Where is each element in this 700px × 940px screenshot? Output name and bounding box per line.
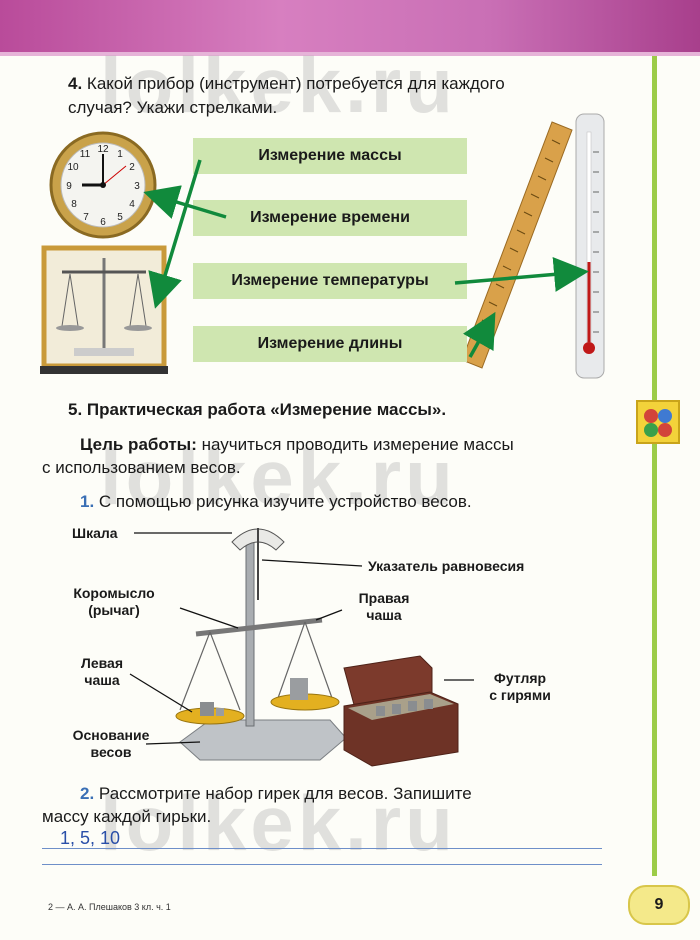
label-right-pan: Правая чаша bbox=[344, 590, 424, 624]
margin-line bbox=[652, 56, 657, 876]
watermark: lolkek.ru bbox=[100, 41, 457, 129]
label-beam-2: (рычаг) bbox=[88, 602, 140, 618]
balance-scale-icon bbox=[40, 245, 168, 374]
label-case-2: с гирями bbox=[489, 687, 551, 703]
watermark: lolkek.ru bbox=[100, 433, 457, 521]
label-case: Футляр с гирями bbox=[476, 670, 564, 704]
label-base: Основание весов bbox=[72, 727, 150, 761]
svg-text:7: 7 bbox=[83, 212, 89, 223]
box-length: Измерение длины bbox=[193, 326, 467, 362]
goal-line1: научиться проводить измерение массы bbox=[201, 435, 514, 454]
task5-goal: Цель работы: научиться проводить измерен… bbox=[80, 433, 514, 457]
task4-line1: Какой прибор (инструмент) потребуется дл… bbox=[86, 74, 505, 93]
footer-credit: 2 — А. А. Плешаков 3 кл. ч. 1 bbox=[48, 902, 171, 912]
svg-text:10: 10 bbox=[67, 162, 79, 173]
arrow-time-to-clock bbox=[143, 185, 227, 219]
task5-heading: 5. Практическая работа «Измерение массы»… bbox=[68, 398, 446, 422]
task4-number: 4. bbox=[68, 74, 83, 93]
label-beam-1: Коромысло bbox=[73, 585, 155, 601]
answer-line bbox=[42, 864, 602, 865]
arrow-temperature-to-thermometer bbox=[454, 256, 589, 292]
label-base-1: Основание bbox=[72, 727, 150, 743]
task4-line2: случая? Укажи стрелками. bbox=[68, 98, 278, 117]
watermark: lolkek.ru bbox=[100, 779, 457, 867]
label-base-2: весов bbox=[90, 744, 132, 760]
thermometer-icon bbox=[575, 113, 605, 379]
step2-line1: Рассмотрите набор гирек для весов. Запиш… bbox=[98, 784, 472, 803]
goal-line2: с использованием весов. bbox=[42, 458, 241, 477]
step2: 2. Рассмотрите набор гирек для весов. За… bbox=[80, 782, 472, 806]
box-temperature: Измерение температуры bbox=[193, 263, 467, 299]
svg-text:6: 6 bbox=[100, 217, 106, 228]
label-scale: Шкала bbox=[72, 525, 118, 541]
label-right-2: чаша bbox=[366, 607, 402, 623]
goal-label: Цель работы: bbox=[80, 435, 197, 454]
pair-work-icon bbox=[636, 400, 680, 444]
label-right-1: Правая bbox=[358, 590, 410, 606]
svg-text:2: 2 bbox=[129, 162, 135, 173]
task5-number: 5. bbox=[68, 400, 83, 419]
label-beam: Коромысло (рычаг) bbox=[72, 585, 156, 619]
label-case-1: Футляр bbox=[493, 670, 547, 686]
box-mass: Измерение массы bbox=[193, 138, 467, 174]
task5-title: Практическая работа «Измерение массы». bbox=[86, 400, 447, 419]
label-left-pan: Левая чаша bbox=[74, 655, 130, 689]
svg-text:11: 11 bbox=[80, 149, 91, 160]
svg-text:12: 12 bbox=[97, 144, 109, 155]
arrow-length-to-ruler bbox=[463, 311, 496, 358]
answer-line bbox=[42, 848, 602, 849]
svg-text:1: 1 bbox=[117, 149, 123, 160]
svg-text:3: 3 bbox=[134, 181, 140, 192]
step2-number: 2. bbox=[80, 784, 95, 803]
box-time: Измерение времени bbox=[193, 200, 467, 236]
task4-question: 4. Какой прибор (инструмент) потребуется… bbox=[68, 72, 505, 96]
step2-line2: массу каждой гирьки. bbox=[42, 807, 212, 826]
svg-text:5: 5 bbox=[117, 212, 123, 223]
handwritten-answer: 1, 5, 10 bbox=[60, 828, 121, 848]
top-decorative-band bbox=[0, 0, 700, 56]
step1-text: С помощью рисунка изучите устройство вес… bbox=[98, 492, 472, 511]
arrow-mass-to-balance bbox=[148, 159, 202, 309]
label-left-2: чаша bbox=[84, 672, 120, 688]
svg-text:8: 8 bbox=[71, 199, 77, 210]
step1: 1. С помощью рисунка изучите устройство … bbox=[80, 490, 472, 514]
svg-text:4: 4 bbox=[129, 199, 135, 210]
step1-number: 1. bbox=[80, 492, 95, 511]
svg-text:9: 9 bbox=[66, 181, 72, 192]
label-pointer: Указатель равновесия bbox=[368, 558, 525, 574]
label-left-1: Левая bbox=[81, 655, 123, 671]
page-number: 9 bbox=[628, 885, 690, 925]
